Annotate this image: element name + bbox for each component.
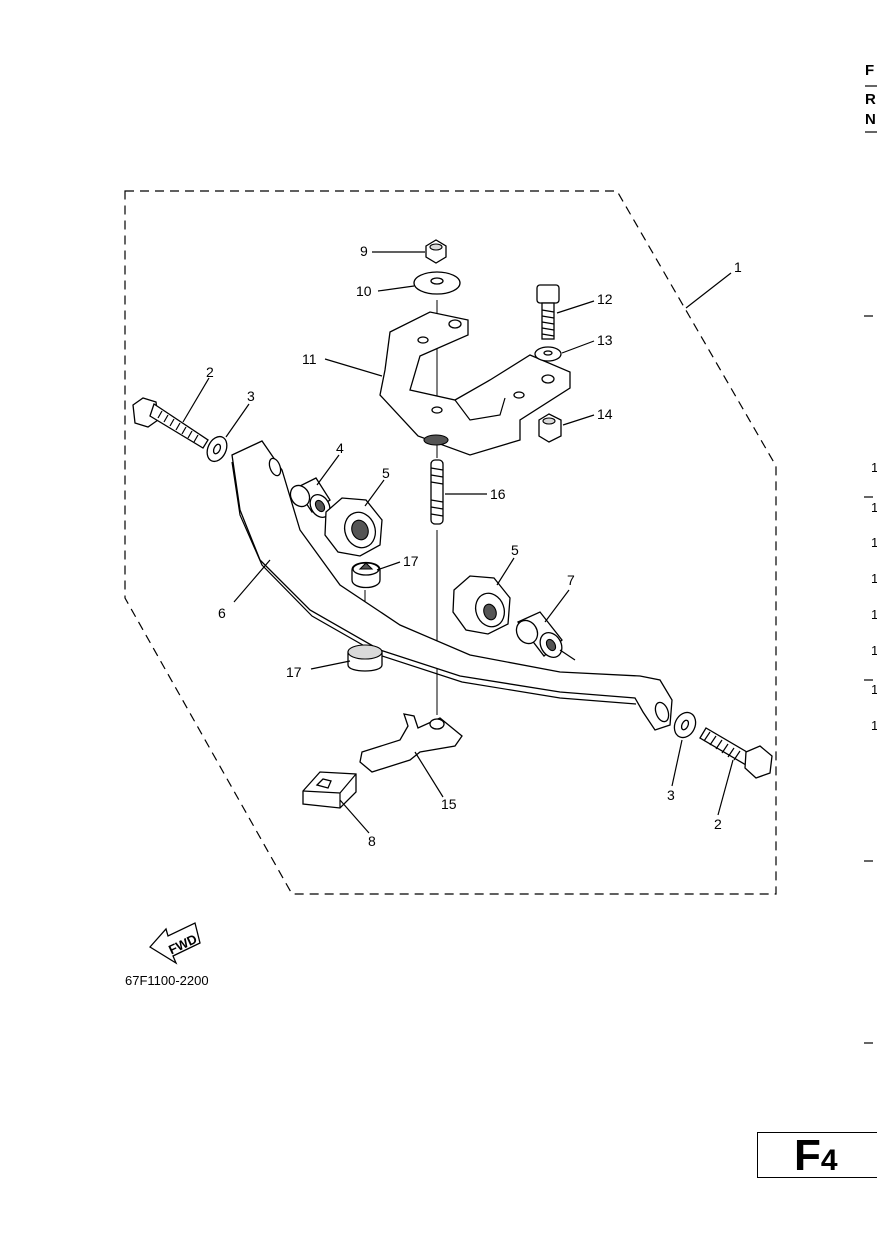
callout-9: 9 xyxy=(360,243,368,259)
callout-2-left: 2 xyxy=(206,364,214,380)
collar-4 xyxy=(289,477,331,518)
bolt-2-left xyxy=(132,397,209,449)
bolt-12 xyxy=(536,284,560,340)
collar-7 xyxy=(515,611,576,661)
arm-6 xyxy=(231,440,673,731)
page-code-box: F4 xyxy=(757,1132,877,1179)
callout-12: 12 xyxy=(597,291,613,307)
page-code: F4 xyxy=(794,1133,838,1184)
bolt-2-right xyxy=(699,727,773,779)
edge-num-3: 1 xyxy=(871,535,877,550)
edge-header-1: F xyxy=(865,62,874,79)
edge-num-8: 1 xyxy=(871,718,877,733)
callout-13: 13 xyxy=(597,332,613,348)
callout-16: 16 xyxy=(490,486,506,502)
washer-3-left xyxy=(206,435,228,463)
stud-16 xyxy=(430,459,444,525)
edge-num-2: 1 xyxy=(871,500,877,515)
washer-3-right xyxy=(673,711,697,739)
callout-2-right: 2 xyxy=(714,816,722,832)
washer-10 xyxy=(413,271,461,295)
edge-num-1: 1 xyxy=(871,460,877,475)
nut-14 xyxy=(538,413,562,443)
grommet-17-upper xyxy=(351,561,381,589)
callouts: 1 2 2 3 3 4 5 5 6 7 8 9 10 11 12 13 14 1… xyxy=(206,243,742,849)
callout-7: 7 xyxy=(567,572,575,588)
edge-num-6: 1 xyxy=(871,643,877,658)
right-edge-column: F R N 1 1 1 1 1 1 1 1 xyxy=(864,62,877,1044)
leader-lines xyxy=(182,251,734,834)
nut-5-lower xyxy=(452,575,511,635)
nut-9 xyxy=(425,239,447,264)
callout-11: 11 xyxy=(302,351,317,367)
callout-17-lower: 17 xyxy=(286,664,302,680)
callout-3-left: 3 xyxy=(247,388,255,404)
callout-3-right: 3 xyxy=(667,787,675,803)
callout-1: 1 xyxy=(734,259,742,275)
edge-num-7: 1 xyxy=(871,682,877,697)
grommet-17-lower xyxy=(347,644,383,672)
plate-15 xyxy=(359,713,463,773)
callout-4: 4 xyxy=(336,440,344,456)
clip-8 xyxy=(302,771,357,809)
bracket-11 xyxy=(379,311,571,456)
edge-header-3: N xyxy=(865,111,876,128)
callout-15: 15 xyxy=(441,796,457,812)
callout-8: 8 xyxy=(368,833,376,849)
callout-6: 6 xyxy=(218,605,226,621)
nut-5-upper xyxy=(324,497,383,557)
edge-header-2: R xyxy=(865,91,876,108)
edge-num-4: 1 xyxy=(871,571,877,586)
callout-17-upper: 17 xyxy=(403,553,419,569)
page-code-number: 4 xyxy=(820,1144,838,1177)
page-code-letter: F xyxy=(794,1131,821,1180)
fwd-arrow-icon: FWD xyxy=(148,922,201,965)
assembly-boundary xyxy=(124,190,777,895)
washer-13 xyxy=(534,346,562,362)
callout-10: 10 xyxy=(356,283,372,299)
diagram-code: 67F1100-2200 xyxy=(125,973,209,988)
callout-14: 14 xyxy=(597,406,613,422)
callout-5-lower: 5 xyxy=(511,542,519,558)
edge-num-5: 1 xyxy=(871,607,877,622)
callout-5-upper: 5 xyxy=(382,465,390,481)
